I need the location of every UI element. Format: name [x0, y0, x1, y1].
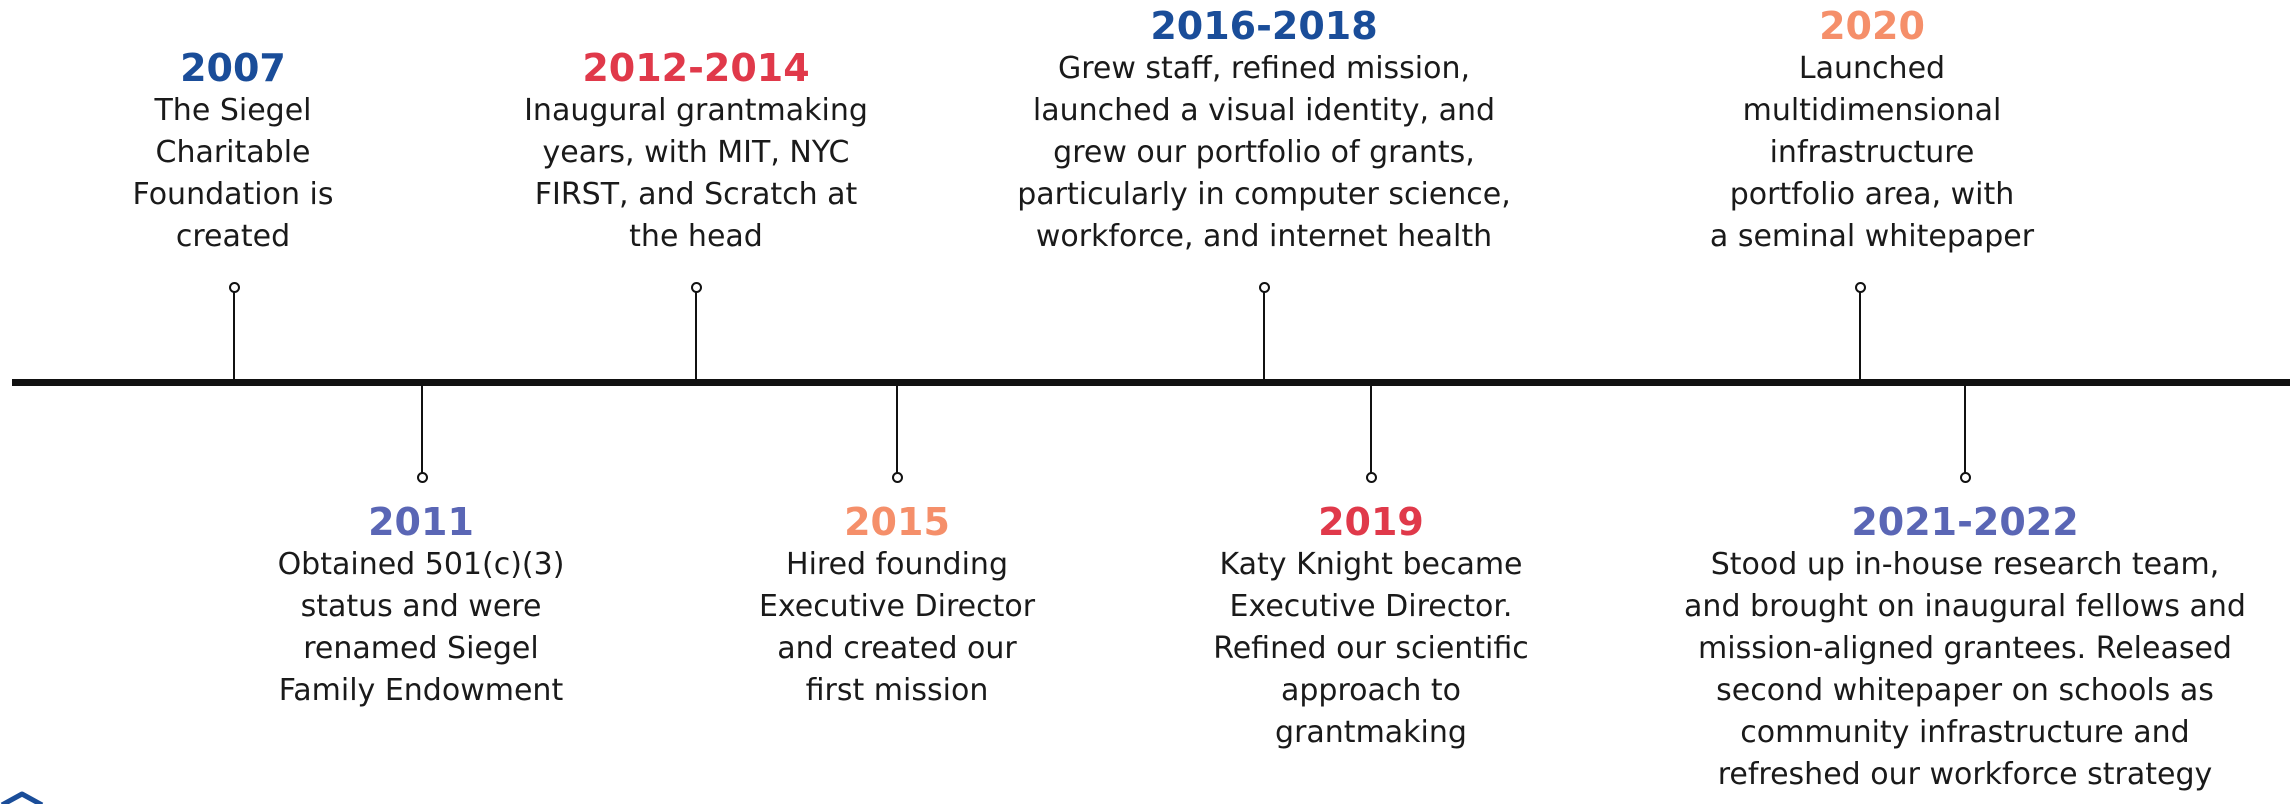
timeline-axis	[12, 379, 2290, 386]
description-line: Grew staff, refined mission,	[1057, 51, 1471, 86]
description-line: Inaugural grantmaking	[524, 93, 868, 128]
event-year: 2015	[844, 500, 950, 544]
event-node	[417, 472, 428, 483]
event-year: 2021-2022	[1851, 500, 2079, 544]
event-description: Grew staff, refined mission, launched a …	[1017, 48, 1511, 258]
event-node	[229, 282, 240, 293]
description-line: portfolio area, with	[1729, 177, 2015, 212]
event-connector	[1859, 290, 1861, 382]
description-line: Obtained 501(c)(3)	[277, 547, 565, 582]
event-connector	[1263, 290, 1265, 382]
description-line: renamed Siegel	[303, 631, 539, 666]
description-line: Stood up in-house research team,	[1710, 547, 2220, 582]
description-line: Executive Director.	[1229, 589, 1513, 624]
event-description: The Siegel Charitable Foundation is crea…	[133, 90, 334, 258]
description-line: mission-aligned grantees. Released	[1698, 631, 2232, 666]
description-line: infrastructure	[1769, 135, 1975, 170]
description-line: Executive Director	[758, 589, 1036, 624]
event-description: Obtained 501(c)(3) status and were renam…	[278, 544, 565, 712]
description-line: grantmaking	[1275, 715, 1467, 750]
event-2012-2014: 2012-2014 Inaugural grantmaking years, w…	[524, 46, 868, 258]
description-line: workforce, and internet health	[1035, 219, 1493, 254]
description-line: multidimensional	[1742, 93, 2002, 128]
description-line: Charitable	[155, 135, 311, 170]
description-line: grew our portfolio of grants,	[1053, 135, 1475, 170]
event-year: 2012-2014	[582, 46, 810, 90]
description-line: the head	[629, 219, 763, 254]
description-line: first mission	[805, 673, 989, 708]
event-year: 2011	[368, 500, 474, 544]
event-year: 2019	[1318, 500, 1424, 544]
event-2007: 2007 The Siegel Charitable Foundation is…	[133, 46, 334, 258]
event-2016-2018: 2016-2018 Grew staff, refined mission, l…	[1017, 4, 1511, 258]
description-line: Family Endowment	[278, 673, 564, 708]
event-connector	[896, 383, 898, 476]
event-year: 2016-2018	[1150, 4, 1378, 48]
event-2011: 2011 Obtained 501(c)(3) status and were …	[278, 500, 565, 712]
description-line: Hired founding	[786, 547, 1008, 582]
event-node	[691, 282, 702, 293]
event-description: Launched multidimensional infrastructure…	[1710, 48, 2034, 258]
event-description: Katy Knight became Executive Director. R…	[1213, 544, 1529, 754]
event-connector	[233, 290, 235, 382]
description-line: created	[175, 219, 291, 254]
description-line: and brought on inaugural fellows and	[1684, 589, 2246, 624]
description-line: Foundation is	[132, 177, 334, 212]
event-2021-2022: 2021-2022 Stood up in-house research tea…	[1684, 500, 2246, 796]
event-node	[892, 472, 903, 483]
description-line: FIRST, and Scratch at	[534, 177, 858, 212]
description-line: particularly in computer science,	[1017, 177, 1511, 212]
event-connector	[695, 290, 697, 382]
logo-icon	[0, 790, 44, 804]
event-node	[1259, 282, 1270, 293]
description-line: Katy Knight became	[1219, 547, 1523, 582]
event-2015: 2015 Hired founding Executive Director a…	[759, 500, 1035, 712]
event-connector	[1964, 383, 1966, 476]
event-2020: 2020 Launched multidimensional infrastru…	[1710, 4, 2034, 258]
description-line: refreshed our workforce strategy	[1717, 757, 2213, 792]
description-line: Launched	[1798, 51, 1946, 86]
description-line: launched a visual identity, and	[1032, 93, 1496, 128]
description-line: status and were	[300, 589, 542, 624]
description-line: second whitepaper on schools as	[1716, 673, 2214, 708]
event-node	[1855, 282, 1866, 293]
description-line: years, with MIT, NYC	[542, 135, 850, 170]
event-2019: 2019 Katy Knight became Executive Direct…	[1213, 500, 1529, 754]
event-node	[1366, 472, 1377, 483]
description-line: a seminal whitepaper	[1709, 219, 2035, 254]
event-year: 2020	[1819, 4, 1925, 48]
event-connector	[1370, 383, 1372, 476]
event-year: 2007	[180, 46, 286, 90]
event-connector	[421, 383, 423, 476]
description-line: approach to	[1280, 673, 1462, 708]
event-description: Hired founding Executive Director and cr…	[759, 544, 1035, 712]
event-description: Inaugural grantmaking years, with MIT, N…	[524, 90, 868, 258]
description-line: The Siegel	[154, 93, 312, 128]
event-description: Stood up in-house research team, and bro…	[1684, 544, 2246, 796]
description-line: and created our	[777, 631, 1017, 666]
event-node	[1960, 472, 1971, 483]
description-line: Refined our scientific	[1213, 631, 1529, 666]
description-line: community infrastructure and	[1740, 715, 2190, 750]
